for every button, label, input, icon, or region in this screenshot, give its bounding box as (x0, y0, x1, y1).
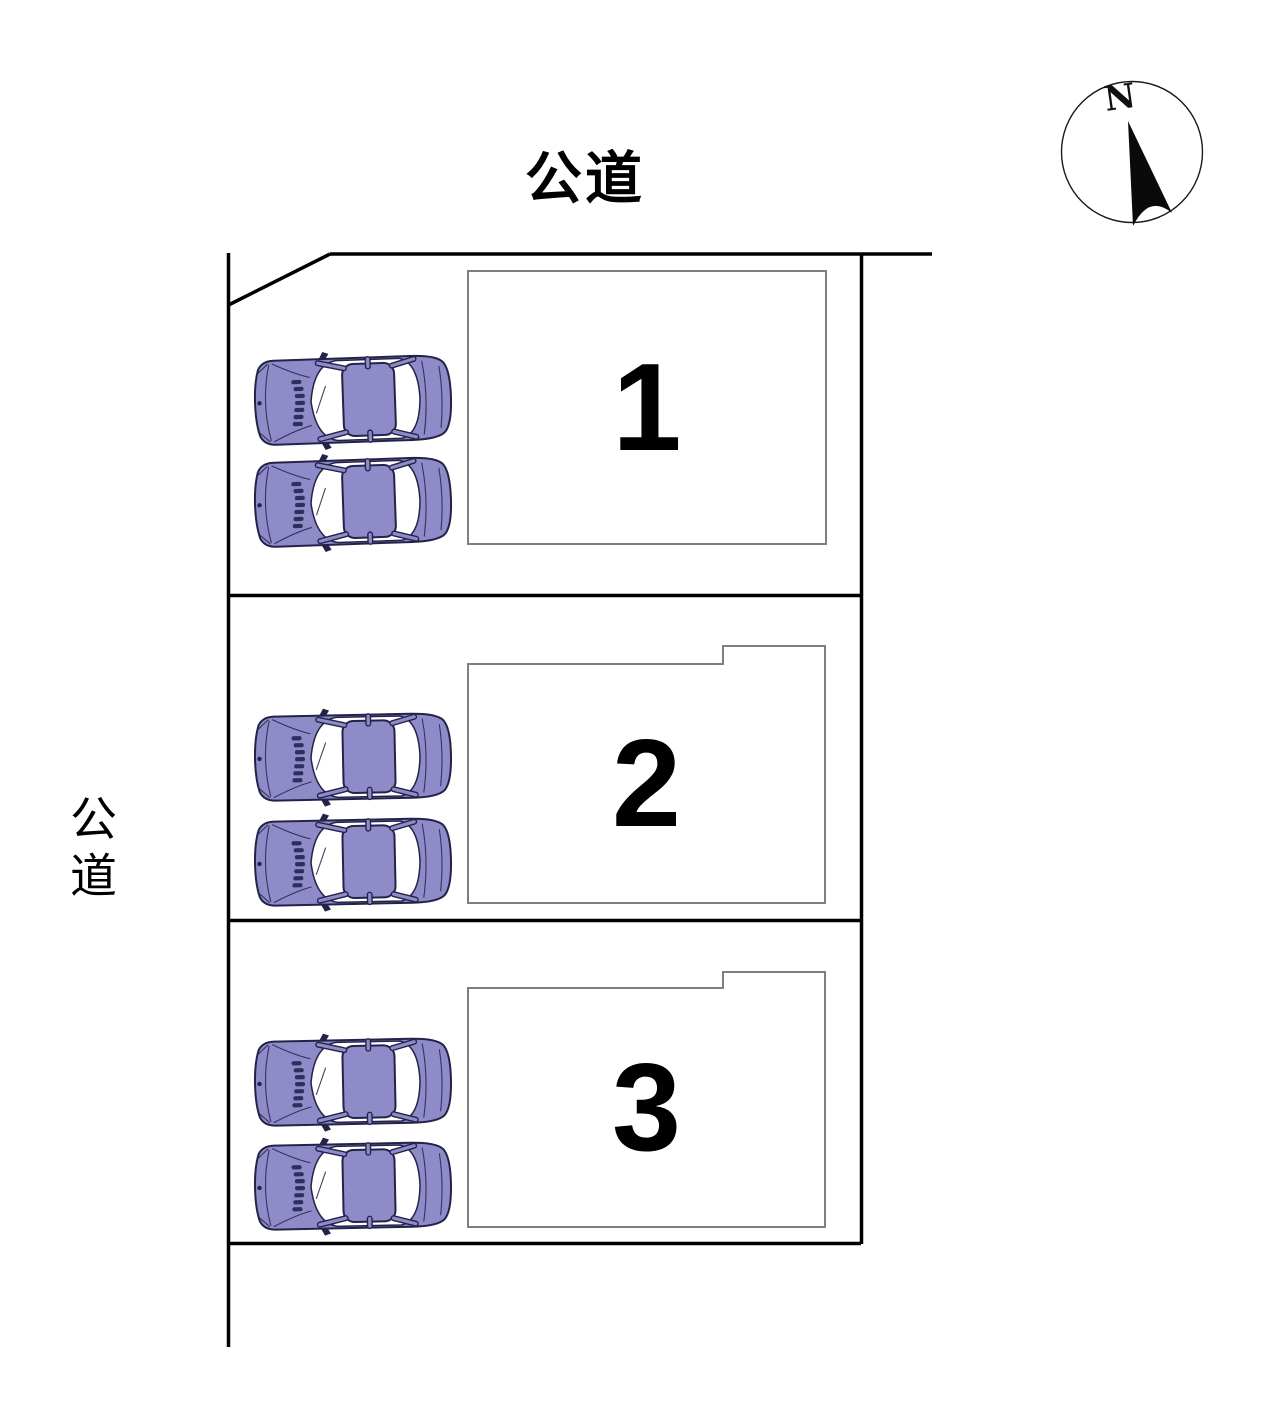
site-boundary-lines (226, 252, 932, 1347)
car-icon (254, 1031, 452, 1133)
building-3-outline (467, 971, 826, 1228)
lot-number-3: 3 (612, 1038, 681, 1177)
car-icon (254, 706, 452, 808)
car-icon (254, 811, 452, 913)
parked-cars (253, 348, 452, 1237)
road-label-left: 公道 (63, 794, 116, 908)
car-icon (254, 1135, 452, 1237)
building-1-outline (467, 270, 827, 545)
car-icon (253, 450, 452, 555)
building-outlines (467, 270, 827, 1228)
building-2-outline (467, 645, 826, 904)
road-label-top: 公道 (525, 147, 645, 211)
lot-number-1: 1 (612, 338, 682, 477)
compass-north-label: N (1101, 76, 1139, 120)
boundary-chamfer (227, 252, 331, 307)
compass-needle-icon (1128, 121, 1172, 226)
compass-icon (1060, 80, 1204, 226)
lot-number-2: 2 (612, 714, 681, 853)
car-icon (253, 348, 452, 453)
